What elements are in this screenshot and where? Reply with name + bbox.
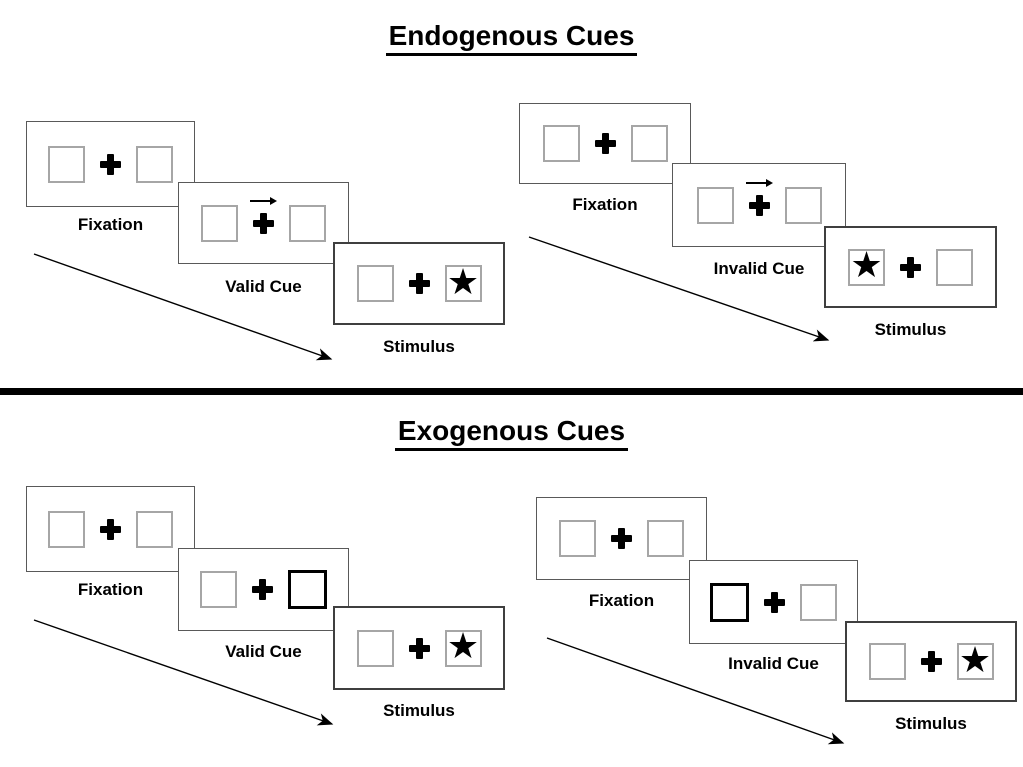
exo-valid-fixation-card [26, 486, 195, 572]
step-label-fixation: Fixation [572, 195, 638, 214]
left-box [696, 186, 734, 224]
star-icon: ★ [446, 626, 480, 667]
fixation-cross-icon [100, 153, 121, 175]
exogenous-section-title: Exogenous Cues [0, 415, 1023, 451]
timeline-arrow [546, 637, 845, 745]
star-icon: ★ [958, 639, 992, 681]
fixation-cross-icon [900, 256, 921, 278]
left-box [542, 125, 580, 162]
right-box [630, 125, 668, 162]
right-box [936, 248, 973, 286]
exo-invalid-cue-card [689, 560, 858, 644]
step-label-invalid-cue: Invalid Cue [728, 654, 819, 673]
endo-valid-stimulus-card: ★ [333, 242, 505, 325]
fixation-cross-icon [252, 579, 273, 600]
exo-valid-cue-card [178, 548, 349, 631]
step-label-stimulus: Stimulus [383, 701, 455, 720]
right-box [647, 520, 684, 557]
cue-right-arrow-icon [250, 196, 277, 206]
step-label-stimulus: Stimulus [874, 320, 947, 339]
section-divider-line [0, 388, 1023, 395]
endo-invalid-fixation-card [519, 103, 691, 184]
endo-invalid-cue-card [672, 163, 846, 247]
step-label-invalid-cue: Invalid Cue [713, 259, 805, 278]
right-box-with-target: ★ [444, 626, 482, 667]
fixation-cross-icon [764, 591, 785, 613]
fixation-cross-icon [594, 133, 616, 154]
right-box [136, 510, 173, 548]
endo-valid-cue-card [178, 182, 349, 264]
right-box [136, 145, 173, 183]
left-box [559, 520, 596, 557]
step-label-valid-cue: Valid Cue [225, 642, 302, 661]
exogenous-title-text: Exogenous Cues [394, 415, 629, 451]
step-label-fixation: Fixation [588, 591, 655, 610]
right-box [289, 204, 326, 242]
left-box [201, 204, 238, 242]
left-box [200, 571, 237, 608]
endo-valid-fixation-card [26, 121, 195, 207]
fixation-cross-icon [100, 518, 121, 540]
fixation-cross-icon [408, 273, 430, 294]
timeline-arrow [33, 619, 334, 726]
left-box [868, 643, 906, 680]
exo-invalid-fixation-card [536, 497, 707, 580]
timeline-arrow [528, 236, 830, 342]
fixation-cross-icon [611, 528, 632, 549]
left-box [356, 629, 394, 667]
step-label-valid-cue: Valid Cue [225, 277, 302, 296]
right-box-with-target: ★ [956, 639, 994, 681]
right-box-with-target: ★ [444, 261, 482, 303]
endogenous-title-text: Endogenous Cues [385, 20, 638, 56]
left-box [48, 510, 85, 548]
exo-valid-stimulus-card: ★ [333, 606, 505, 690]
step-label-stimulus: Stimulus [895, 714, 967, 733]
step-label-stimulus: Stimulus [383, 337, 455, 356]
step-label-fixation: Fixation [77, 215, 144, 234]
endogenous-section-title: Endogenous Cues [0, 20, 1023, 56]
fixation-cross-icon [920, 651, 942, 672]
fixation-cross-icon [408, 637, 430, 659]
right-box-highlighted-cue [288, 570, 327, 609]
timeline-arrow [33, 253, 333, 361]
fixation-cross-icon [748, 194, 770, 216]
step-label-fixation: Fixation [77, 580, 144, 599]
star-icon: ★ [446, 261, 480, 303]
cue-right-arrow-icon [745, 178, 773, 188]
right-box [784, 186, 822, 224]
left-box-with-target: ★ [848, 245, 885, 286]
star-icon: ★ [850, 245, 883, 286]
left-box-highlighted-cue [710, 582, 749, 622]
endo-invalid-stimulus-card: ★ [824, 226, 997, 308]
left-box [356, 265, 394, 302]
fixation-cross-icon [253, 212, 274, 234]
exo-invalid-stimulus-card: ★ [845, 621, 1017, 702]
right-box [800, 583, 837, 621]
left-box [48, 145, 85, 183]
